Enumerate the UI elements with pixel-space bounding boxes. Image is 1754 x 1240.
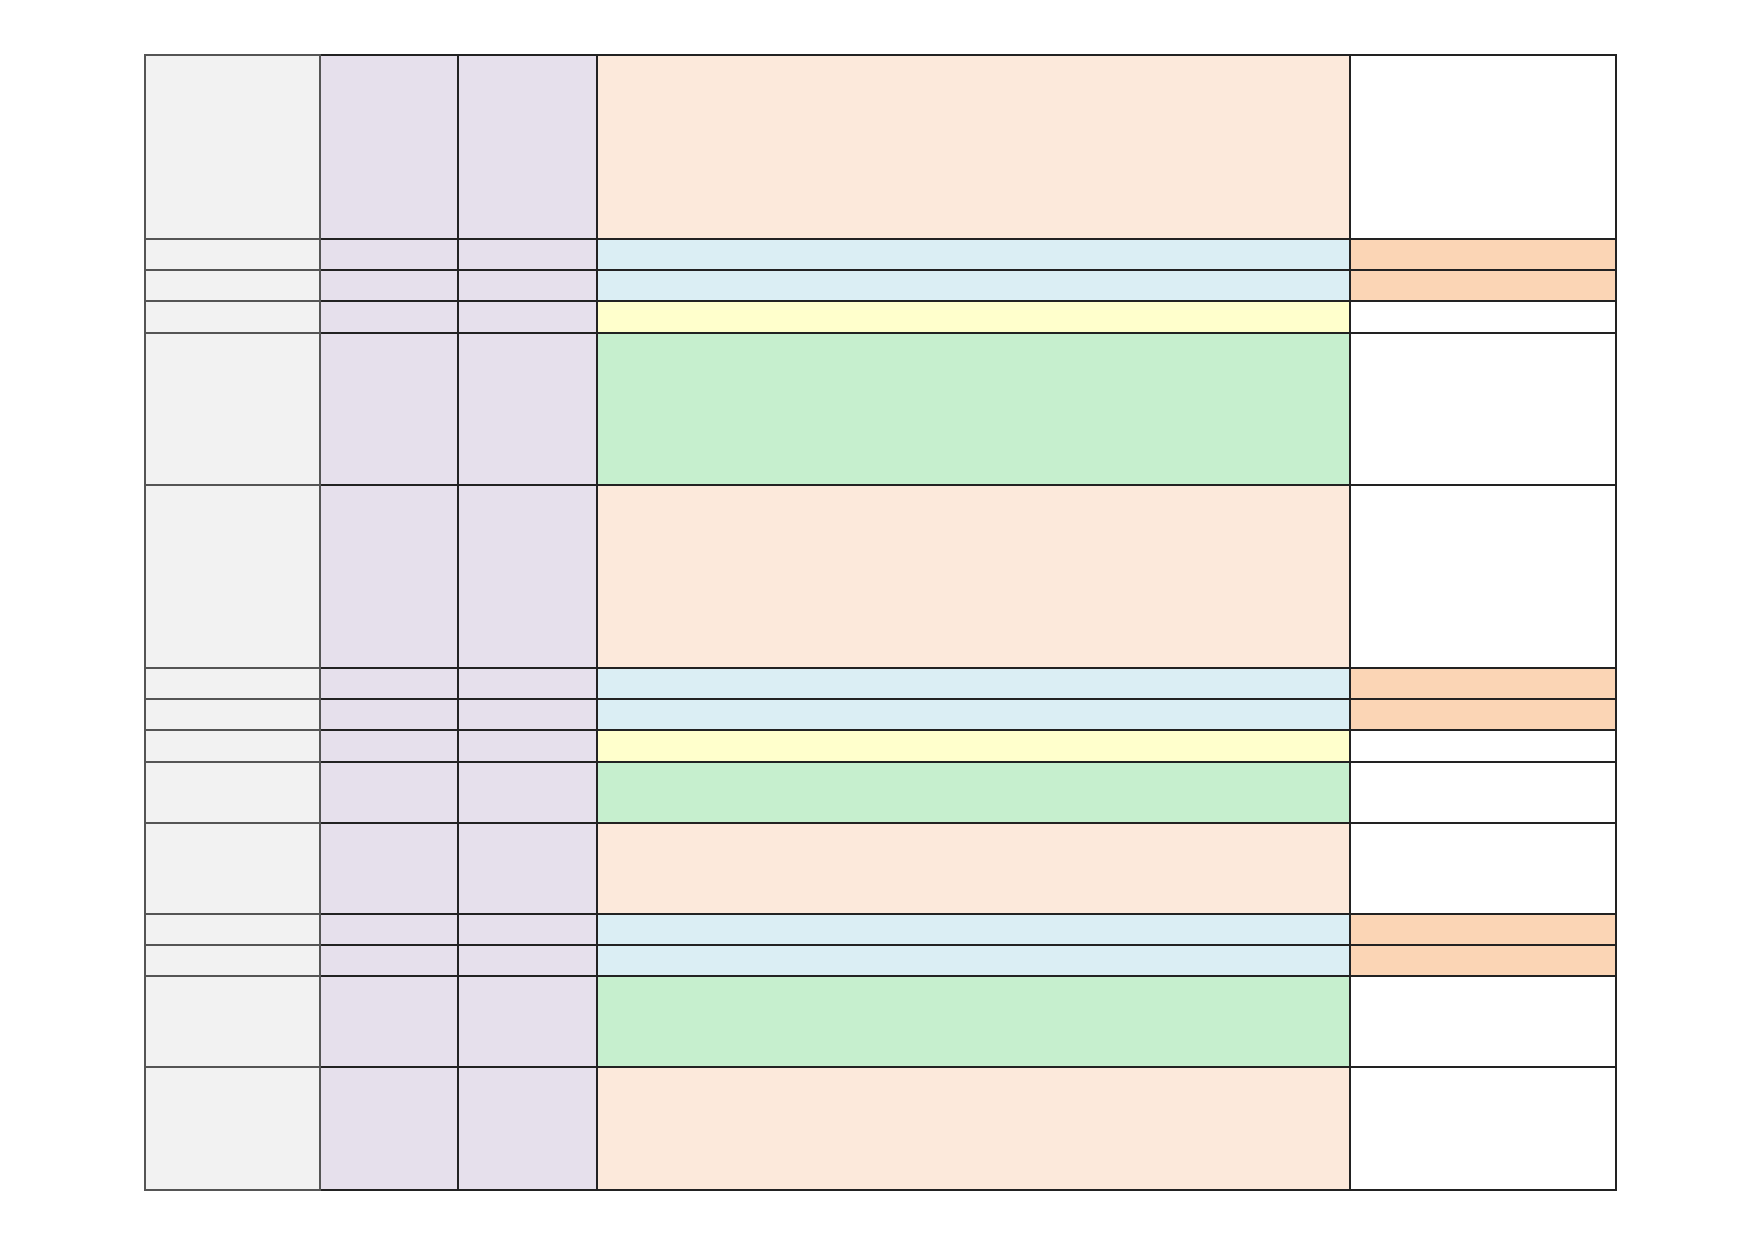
table-cell — [596, 698, 1351, 731]
table-cell — [144, 269, 321, 302]
table-cell — [457, 332, 598, 486]
table-cell — [1349, 332, 1617, 486]
table-row — [144, 761, 1617, 824]
table-cell — [457, 484, 598, 669]
table-cell — [144, 667, 321, 700]
table-cell — [144, 300, 321, 334]
table-cell — [319, 729, 459, 763]
table-row — [144, 944, 1617, 977]
table-cell — [319, 698, 459, 731]
table-row — [144, 54, 1617, 240]
table-row — [144, 667, 1617, 700]
table-cell — [1349, 975, 1617, 1068]
table-cell — [319, 944, 459, 977]
table-cell — [1349, 269, 1617, 302]
table-row — [144, 975, 1617, 1068]
table-cell — [1349, 913, 1617, 946]
table-row — [144, 238, 1617, 271]
table-cell — [144, 975, 321, 1068]
table-cell — [1349, 667, 1617, 700]
document-table — [144, 54, 1617, 1191]
table-row — [144, 269, 1617, 302]
table-cell — [596, 729, 1351, 763]
table-cell — [1349, 300, 1617, 334]
table-cell — [319, 1066, 459, 1191]
table-cell — [144, 54, 321, 240]
table-cell — [319, 822, 459, 915]
table-cell — [319, 238, 459, 271]
table-cell — [1349, 698, 1617, 731]
table-cell — [319, 300, 459, 334]
table-row — [144, 332, 1617, 486]
table-cell — [457, 729, 598, 763]
table-cell — [1349, 1066, 1617, 1191]
table-cell — [319, 484, 459, 669]
table-cell — [457, 975, 598, 1068]
table-cell — [319, 667, 459, 700]
table-cell — [596, 667, 1351, 700]
table-body — [144, 54, 1617, 1191]
table-cell — [596, 761, 1351, 824]
table-cell — [596, 238, 1351, 271]
table-row — [144, 1066, 1617, 1191]
table-cell — [457, 944, 598, 977]
table-cell — [596, 913, 1351, 946]
table-row — [144, 822, 1617, 915]
table-cell — [457, 1066, 598, 1191]
table-cell — [1349, 822, 1617, 915]
table-cell — [596, 484, 1351, 669]
table-cell — [596, 269, 1351, 302]
table-cell — [144, 238, 321, 271]
table-cell — [1349, 238, 1617, 271]
table-cell — [596, 944, 1351, 977]
table-cell — [457, 238, 598, 271]
table-cell — [144, 1066, 321, 1191]
table-cell — [144, 698, 321, 731]
table-cell — [1349, 761, 1617, 824]
table-cell — [144, 729, 321, 763]
table-cell — [457, 761, 598, 824]
table-row — [144, 698, 1617, 731]
table-cell — [457, 269, 598, 302]
table-cell — [1349, 54, 1617, 240]
table-cell — [1349, 484, 1617, 669]
table-cell — [596, 300, 1351, 334]
table-cell — [319, 269, 459, 302]
table-row — [144, 300, 1617, 334]
table-cell — [457, 54, 598, 240]
table-cell — [1349, 729, 1617, 763]
table-cell — [144, 761, 321, 824]
table-cell — [457, 913, 598, 946]
table-cell — [457, 667, 598, 700]
table-cell — [319, 54, 459, 240]
table-row — [144, 729, 1617, 763]
table-cell — [319, 913, 459, 946]
table-cell — [596, 1066, 1351, 1191]
table-cell — [144, 913, 321, 946]
table-cell — [457, 822, 598, 915]
table-cell — [144, 944, 321, 977]
table-row — [144, 913, 1617, 946]
table-cell — [144, 484, 321, 669]
table-cell — [457, 300, 598, 334]
table-cell — [319, 761, 459, 824]
table-cell — [596, 975, 1351, 1068]
table-cell — [144, 822, 321, 915]
table-cell — [144, 332, 321, 486]
table-row — [144, 484, 1617, 669]
table-cell — [319, 332, 459, 486]
table-cell — [596, 54, 1351, 240]
table-cell — [1349, 944, 1617, 977]
table-cell — [319, 975, 459, 1068]
table-cell — [596, 822, 1351, 915]
table-cell — [457, 698, 598, 731]
table-cell — [596, 332, 1351, 486]
